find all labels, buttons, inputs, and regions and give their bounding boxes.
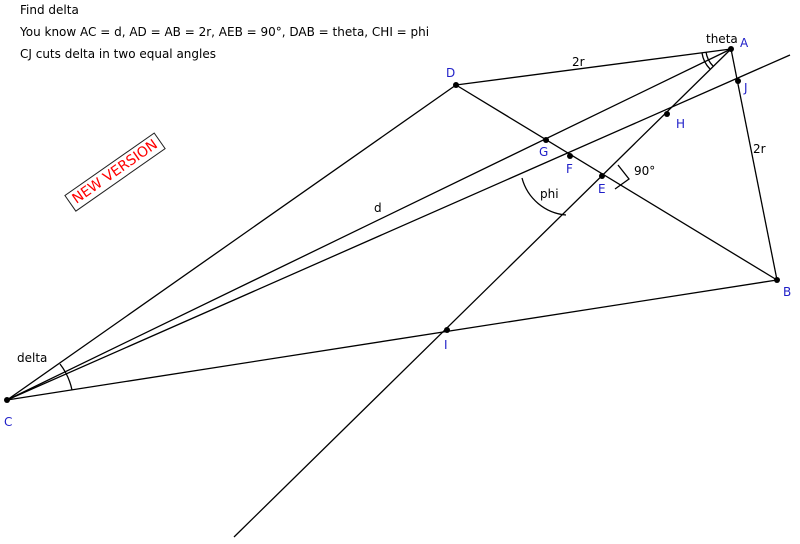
- segment-CB: [6, 279, 778, 401]
- point-label-B: B: [783, 285, 791, 299]
- segment-AD: [455, 48, 732, 86]
- phi-arc: [521, 177, 567, 216]
- point-label-D: D: [446, 66, 455, 80]
- bisector-line-CJ: [6, 54, 791, 401]
- segment-CD: [6, 84, 457, 401]
- point-label-H: H: [676, 117, 685, 131]
- label-AC-length: d: [374, 201, 382, 215]
- point-C[interactable]: [4, 397, 10, 403]
- point-label-J: J: [743, 81, 748, 95]
- point-I[interactable]: [444, 327, 450, 333]
- point-B[interactable]: [774, 277, 780, 283]
- point-F[interactable]: [567, 153, 573, 159]
- point-D[interactable]: [453, 82, 459, 88]
- label-delta: delta: [17, 351, 47, 365]
- point-label-I: I: [444, 338, 448, 352]
- point-label-A: A: [740, 36, 749, 50]
- point-label-C: C: [4, 415, 12, 429]
- point-label-E: E: [598, 182, 606, 196]
- segment-AB: [730, 48, 778, 281]
- problem-given: You know AC = d, AD = AB = 2r, AEB = 90°…: [20, 25, 430, 39]
- problem-note: CJ cuts delta in two equal angles: [20, 47, 216, 61]
- point-E[interactable]: [599, 173, 605, 179]
- point-H[interactable]: [664, 111, 670, 117]
- point-label-G: G: [539, 145, 548, 159]
- point-label-F: F: [566, 162, 573, 176]
- delta-arc: [59, 363, 73, 391]
- line-AI: [233, 48, 732, 538]
- point-G[interactable]: [543, 137, 549, 143]
- label-AB-length: 2r: [753, 142, 766, 156]
- label-AD-length: 2r: [572, 55, 585, 69]
- segment-DB: [455, 84, 778, 281]
- theta-arc-inner: [701, 52, 711, 70]
- point-A[interactable]: [728, 46, 734, 52]
- point-J[interactable]: [735, 78, 741, 84]
- right-angle-marker: [614, 164, 630, 190]
- label-theta: theta: [706, 32, 738, 46]
- theta-arc: [705, 51, 714, 67]
- problem-title: Find delta: [20, 3, 79, 17]
- label-right-angle: 90°: [634, 164, 655, 178]
- segment-CA: [6, 48, 732, 401]
- label-phi: phi: [540, 187, 559, 201]
